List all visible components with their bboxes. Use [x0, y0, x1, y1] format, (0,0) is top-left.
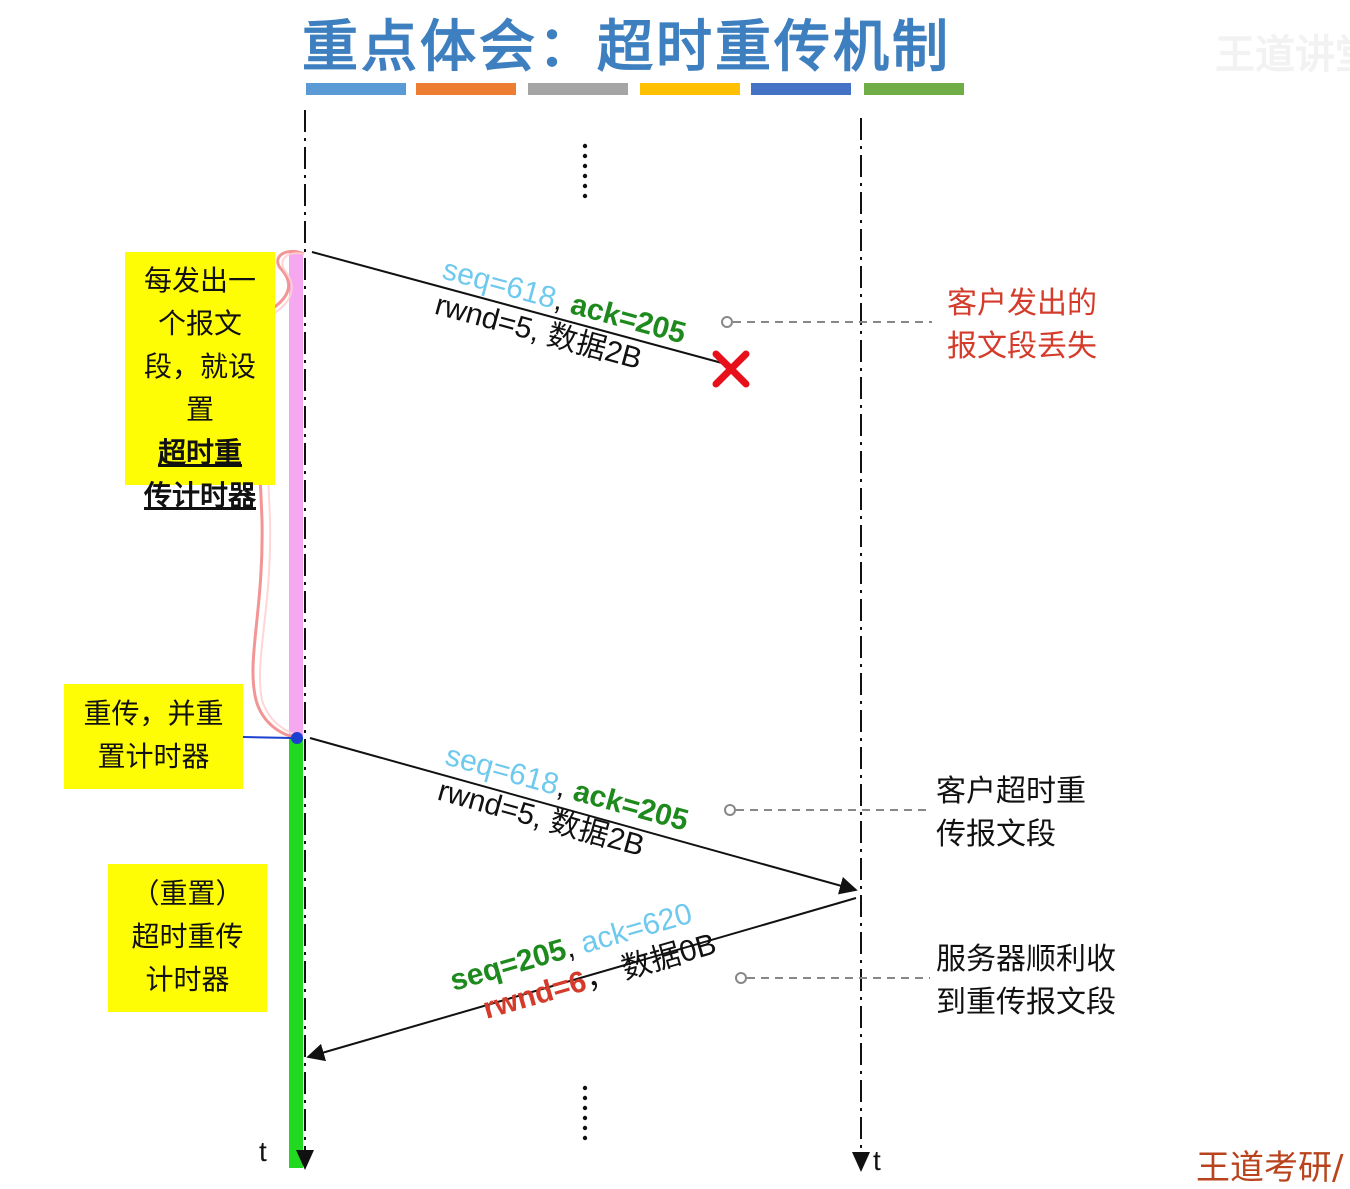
ack-segment-line	[306, 897, 857, 1062]
watermark-text: 王道讲堂	[1215, 32, 1350, 78]
lost-segment-line	[311, 251, 723, 364]
server-timeline-arrow	[852, 1152, 870, 1172]
resend-node	[291, 732, 303, 744]
color-bar	[416, 83, 516, 95]
note-set-timer: 每发出一 个报文 段，就设 置超时重 传计时器	[125, 252, 275, 512]
client-timeline-arrow	[296, 1150, 314, 1170]
color-bar	[528, 83, 628, 95]
note-lost: 客户发出的 报文段丢失	[947, 286, 1097, 364]
note-server-recv: 服务器顺利收 到重传报文段	[936, 942, 1116, 1020]
ellipsis-dots-top	[582, 143, 588, 149]
note-reset-timer: （重置） 超时重传 计时器	[108, 864, 267, 1012]
color-bar	[640, 83, 740, 95]
time-label-server: t	[873, 1145, 881, 1176]
timer-bar-pink	[289, 252, 303, 736]
ellipsis-dots-bottom	[582, 1085, 588, 1091]
color-bar	[306, 83, 406, 95]
page-title: 重点体会：超时重传机制	[302, 15, 951, 80]
timer-bar-green	[289, 738, 303, 1168]
color-bar	[864, 83, 964, 95]
time-label-client: t	[259, 1136, 267, 1167]
resend-note-connector	[242, 736, 293, 739]
note-resend: 重传，并重 置计时器	[64, 684, 243, 789]
brand-watermark: 王道考研/	[1196, 1148, 1344, 1188]
resend-segment-line	[309, 737, 858, 895]
note-timeout-resend: 客户超时重 传报文段	[936, 774, 1086, 852]
color-bar	[751, 83, 851, 95]
